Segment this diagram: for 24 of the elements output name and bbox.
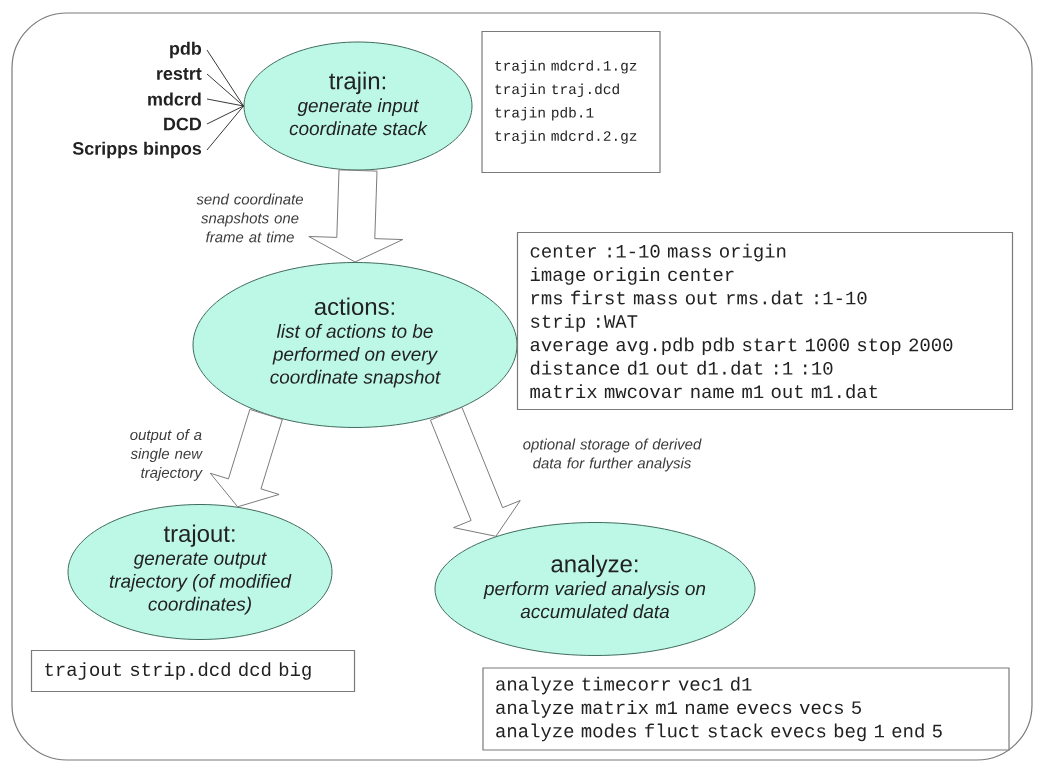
code-box: center :1-10 mass origin image origin center rms first mass out rms.dat :1-10 strip :WAT average avg.pdb pdb start 1000 stop 2000 distance d1 out d1.dat :1 :10 matrix mwcovar name m1 out m1.dat: [516, 231, 1014, 411]
input-format-label: restrt: [157, 68, 202, 80]
edge-label: output of a single new trajectory: [130, 429, 203, 481]
block-arrow: [429, 406, 521, 537]
edge-label: optional storage of derived data for further analysis: [523, 438, 702, 472]
ellipse-node: analyze: perform varied analysis on accumulated data: [434, 522, 756, 656]
connector-line: [206, 49, 244, 107]
input-format-label: Scripps binpos: [72, 141, 202, 159]
code-box: trajout strip.dcd dcd big: [30, 649, 356, 693]
input-format-label: pdb: [170, 41, 202, 59]
block-arrow: [209, 408, 283, 508]
ellipse-node: trajout: generate output trajectory (of modified coordinates): [67, 504, 333, 640]
code-box: analyze timecorr vec1 d1 analyze matrix m1 name evecs vecs 5 analyze modes fluct stack evecs beg 1 end 5: [482, 667, 1010, 751]
connector-line: [206, 105, 244, 125]
connector-line: [206, 105, 244, 151]
input-format-label: mdcrd: [148, 92, 201, 106]
ellipse-node: trajin: generate input coordinate stack: [243, 41, 473, 171]
ellipse-node: actions: list of actions to be performed on every coordinate snapshot: [192, 262, 518, 428]
edge-label: send coordinate snapshots one frame at time: [196, 193, 303, 243]
code-box: trajin mdcrd.1.gz trajin traj.dcd trajin pdb.1 trajin mdcrd.2.gz: [481, 30, 661, 174]
input-format-label: DCD: [164, 117, 202, 131]
connector-line: [206, 73, 244, 107]
connector-line: [206, 98, 244, 107]
block-arrow: [308, 169, 404, 263]
